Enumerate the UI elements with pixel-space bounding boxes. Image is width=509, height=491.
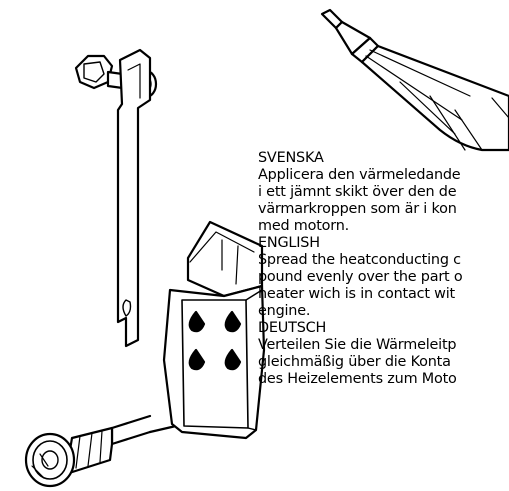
english-line: engine. <box>258 303 311 319</box>
svenska-heading: SVENSKA <box>258 150 324 166</box>
deutsch-line: des Heizelements zum Moto <box>258 371 457 387</box>
english-line: pound evenly over the part o <box>258 269 463 285</box>
svenska-line: i ett jämnt skikt över den de <box>258 184 457 200</box>
engine-heater-icon <box>24 48 266 488</box>
compound-tube-icon <box>320 8 509 152</box>
deutsch-heading: DEUTSCH <box>258 320 327 336</box>
deutsch-line: gleichmäßig über die Konta <box>258 354 451 370</box>
deutsch-line: Verteilen Sie die Wärmeleitp <box>258 337 457 353</box>
english-line: Spread the heatconducting c <box>258 252 461 268</box>
english-heading: ENGLISH <box>258 235 320 251</box>
svenska-line: värmarkroppen som är i kon <box>258 201 457 217</box>
svenska-line: med motorn. <box>258 218 350 234</box>
svenska-line: Applicera den värmeledande <box>258 167 461 183</box>
english-line: heater wich is in contact wit <box>258 286 455 302</box>
instructions-text: SVENSKA Applicera den värmeledande i ett… <box>258 150 509 388</box>
